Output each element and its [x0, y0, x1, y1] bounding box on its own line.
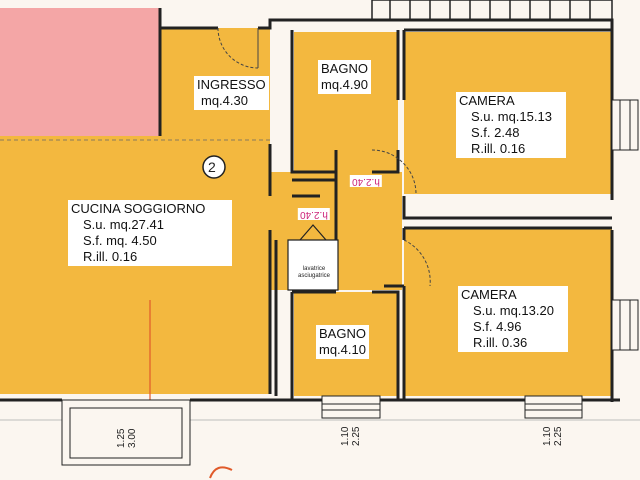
- room-area: mq.4.30: [201, 93, 248, 108]
- room-su: S.u. mq.13.20: [473, 303, 554, 318]
- window-height: 1.25: [116, 428, 127, 448]
- balcony: [0, 8, 160, 136]
- room-label-camera-bottom: CAMERA S.u. mq.13.20 S.f. 4.96 R.ill. 0.…: [458, 286, 568, 352]
- room-label-bagno-bottom: BAGNO mq.4.10: [316, 325, 369, 359]
- appliance-label: lavatrice asciugatrice: [291, 266, 337, 280]
- window-height: 1.10: [542, 426, 553, 446]
- room-area: mq.4.90: [321, 77, 368, 92]
- room-area: mq.4.10: [319, 342, 366, 357]
- room-name: BAGNO: [319, 326, 366, 341]
- window-dim-camera: 1.10 2.25: [542, 427, 564, 446]
- room-label-camera-top: CAMERA S.u. mq.15.13 S.f. 2.48 R.ill. 0.…: [456, 92, 566, 158]
- window-width: 2.25: [553, 426, 564, 446]
- room-rill: R.ill. 0.16: [83, 249, 138, 264]
- room-marker-number: 2: [208, 159, 216, 175]
- room-su: S.u. mq.15.13: [471, 109, 552, 124]
- room-rill: R.ill. 0.16: [471, 141, 526, 156]
- room-label-bagno-top: BAGNO mq.4.90: [318, 60, 371, 94]
- room-label-cucina: CUCINA SOGGIORNO S.u. mq.27.41 S.f. mq. …: [68, 200, 232, 266]
- title-fragment: [209, 466, 233, 479]
- window-width: 3.00: [127, 428, 138, 448]
- ceiling-height-label: h.2.40: [298, 208, 330, 220]
- room-sf: S.f. 2.48: [471, 125, 520, 140]
- room-su: S.u. mq.27.41: [83, 217, 164, 232]
- room-marker-circle: [202, 155, 226, 179]
- appliance-washer: lavatrice: [302, 266, 326, 272]
- appliance-closet: [287, 224, 339, 291]
- room-name: INGRESSO: [197, 77, 266, 92]
- room-rill: R.ill. 0.36: [473, 335, 528, 350]
- walls: [0, 8, 620, 402]
- window-dim-cucina: 1.25 3.00: [116, 429, 138, 448]
- room-sf: S.f. mq. 4.50: [83, 233, 157, 248]
- window-dim-bagno: 1.10 2.25: [340, 427, 362, 446]
- ceiling-height-label: h.2.40: [350, 175, 382, 187]
- window-width: 2.25: [351, 426, 362, 446]
- door-swings: [217, 27, 431, 287]
- room-name: CAMERA: [461, 287, 517, 302]
- windows: [61, 99, 639, 466]
- appliance-dryer: asciugatrice: [297, 273, 330, 279]
- window-height: 1.10: [340, 426, 351, 446]
- room-name: BAGNO: [321, 61, 368, 76]
- room-sf: S.f. 4.96: [473, 319, 522, 334]
- room-name: CUCINA SOGGIORNO: [71, 201, 206, 216]
- floor-areas: [0, 28, 612, 396]
- room-name: CAMERA: [459, 93, 515, 108]
- room-label-ingresso: INGRESSO mq.4.30: [194, 76, 269, 110]
